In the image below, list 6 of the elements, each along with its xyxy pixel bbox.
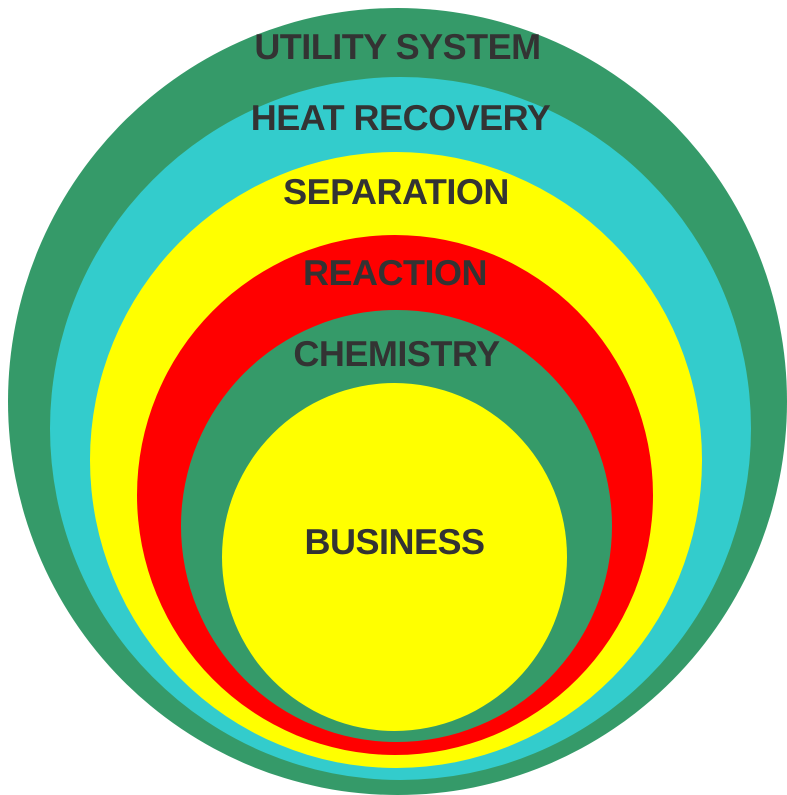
layer-label: REACTION — [303, 253, 487, 293]
layer-label: SEPARATION — [283, 172, 509, 212]
layer-label: CHEMISTRY — [293, 334, 500, 374]
layer-label: BUSINESS — [304, 522, 485, 562]
layer-label: UTILITY SYSTEM — [254, 27, 541, 67]
layer-label: HEAT RECOVERY — [250, 98, 550, 138]
